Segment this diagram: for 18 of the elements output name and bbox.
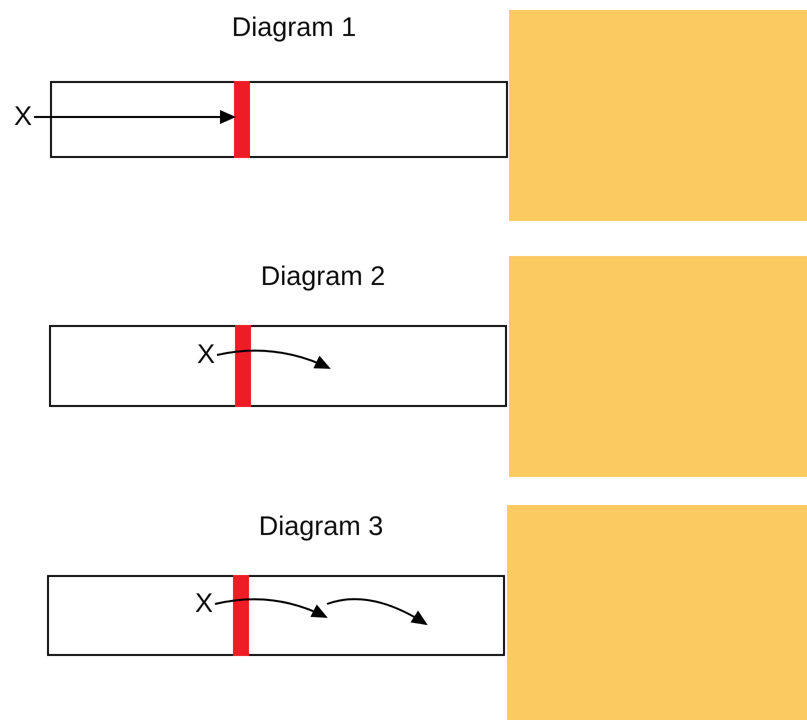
variable-label: X <box>8 100 38 132</box>
panel <box>509 10 807 221</box>
barrier-bar <box>235 325 251 407</box>
arrow <box>34 110 236 124</box>
strip-box <box>50 81 508 158</box>
diagram-label: Diagram 2 <box>260 261 386 292</box>
diagram-label: Diagram 3 <box>258 511 384 542</box>
variable-label: X <box>189 587 219 619</box>
arrow <box>214 598 328 618</box>
strip-box <box>49 325 507 407</box>
diagram-label: Diagram 1 <box>232 12 356 43</box>
barrier-bar <box>234 81 250 158</box>
arrow <box>216 350 331 369</box>
strip-box <box>47 575 505 656</box>
panel <box>507 505 807 720</box>
variable-label: X <box>191 338 221 370</box>
panel <box>509 256 807 477</box>
barrier-bar <box>233 575 249 656</box>
